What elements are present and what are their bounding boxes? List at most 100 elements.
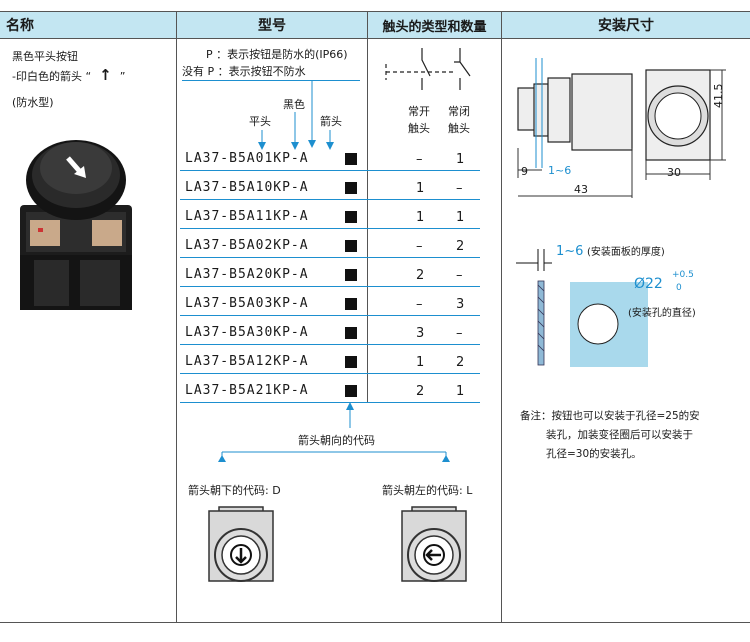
- header-name: 名称: [0, 12, 176, 38]
- nc-count: –: [456, 181, 463, 196]
- product-desc: -印白色的箭头 “↑”: [12, 66, 126, 84]
- model-code: LA37-B5A12KP-A: [185, 354, 309, 369]
- no-count: 2: [416, 384, 425, 399]
- model-square: [345, 385, 357, 397]
- legend-p: P ：表示按钮是防水的(IP66): [206, 48, 348, 61]
- arrow-code-title: 箭头朝向的代码: [298, 434, 375, 447]
- model-code: LA37-B5A20KP-A: [185, 267, 309, 282]
- contact-symbol: [385, 48, 471, 90]
- row-underline: [180, 344, 480, 345]
- header-border: [0, 38, 750, 39]
- top-border: [0, 11, 750, 12]
- model-code: LA37-B5A03KP-A: [185, 296, 309, 311]
- arrow-left-caption: 箭头朝左的代码: L: [382, 484, 473, 497]
- arrow-code-pointers: [218, 402, 450, 462]
- no-count: 2: [416, 268, 425, 283]
- nc-head-2: 触头: [448, 122, 470, 135]
- no-head-2: 触头: [408, 122, 430, 135]
- nc-count: 2: [456, 239, 465, 254]
- col-sep-1: [176, 11, 177, 623]
- label-flat: 平头: [249, 115, 271, 128]
- dim-43: 43: [574, 183, 588, 196]
- nc-count: 2: [456, 355, 465, 370]
- nc-count: 1: [456, 152, 465, 167]
- button-left-drawing: [401, 506, 467, 582]
- dim-30: 30: [667, 166, 681, 179]
- label-black: 黑色: [283, 98, 305, 111]
- thickness-value: 1~6 (安装面板的厚度): [556, 244, 665, 259]
- row-underline: [180, 286, 480, 287]
- model-square: [345, 211, 357, 223]
- button-down-drawing: [208, 506, 274, 582]
- hole-tol-top: +0.5: [672, 270, 694, 280]
- bottom-border: [0, 622, 750, 623]
- model-code: LA37-B5A11KP-A: [185, 209, 309, 224]
- legend-underline: [182, 80, 360, 81]
- row-underline: [180, 402, 480, 403]
- legend-no-p: 没有 P ：表示按钮不防水: [182, 65, 306, 78]
- table-row: LA37-B5A11KP-A 1 1: [180, 208, 480, 230]
- dim-41-5: 41.5: [712, 83, 725, 109]
- product-name: 黑色平头按钮: [12, 50, 78, 63]
- row-underline: [180, 257, 480, 258]
- nc-head-1: 常闭: [448, 105, 470, 118]
- model-code: LA37-B5A10KP-A: [185, 180, 309, 195]
- model-code: LA37-B5A30KP-A: [185, 325, 309, 340]
- product-type: (防水型): [12, 96, 54, 109]
- model-square: [345, 182, 357, 194]
- no-count: 1: [416, 210, 425, 225]
- dim-1-6: 1~6: [548, 164, 572, 177]
- model-code: LA37-B5A02KP-A: [185, 238, 309, 253]
- arrow-down-caption: 箭头朝下的代码: D: [188, 484, 281, 497]
- model-square: [345, 240, 357, 252]
- model-square: [345, 327, 357, 339]
- nc-count: 1: [456, 384, 465, 399]
- row-underline: [180, 199, 480, 200]
- nc-count: –: [456, 268, 463, 283]
- table-row: LA37-B5A30KP-A 3 –: [180, 324, 480, 346]
- side-view-drawing: [517, 58, 633, 198]
- nc-count: 1: [456, 210, 465, 225]
- hole-note: (安装孔的直径): [628, 308, 696, 319]
- model-square: [345, 269, 357, 281]
- no-count: –: [416, 239, 423, 254]
- row-underline: [180, 315, 480, 316]
- row-underline: [180, 170, 480, 171]
- front-view-drawing: [645, 69, 726, 180]
- model-code: LA37-B5A01KP-A: [185, 151, 309, 166]
- note-line-3: 孔径=30的安装孔。: [546, 448, 642, 460]
- nc-count: 3: [456, 297, 465, 312]
- table-row: LA37-B5A02KP-A – 2: [180, 237, 480, 259]
- hole-diameter: Ø22: [634, 276, 663, 292]
- col-sep-3: [501, 11, 502, 623]
- note-line-2: 装孔，加装变径圈后可以安装于: [546, 429, 693, 441]
- no-count: 3: [416, 326, 425, 341]
- hole-tol-bot: 0: [676, 283, 682, 293]
- header-model: 型号: [177, 12, 367, 38]
- label-arrow: 箭头: [320, 115, 342, 128]
- row-underline: [180, 228, 480, 229]
- header-contacts: 触头的类型和数量: [368, 12, 501, 38]
- note-line-1: 备注：按钮也可以安装于孔径=25的安: [520, 410, 700, 422]
- nc-count: –: [456, 326, 463, 341]
- table-row: LA37-B5A10KP-A 1 –: [180, 179, 480, 201]
- col-sep-2: [367, 11, 368, 403]
- no-count: –: [416, 297, 423, 312]
- no-count: 1: [416, 181, 425, 196]
- table-row: LA37-B5A01KP-A – 1: [180, 150, 480, 172]
- mounting-hole: [577, 303, 619, 345]
- table-row: LA37-B5A20KP-A 2 –: [180, 266, 480, 288]
- panel-thickness-drawing: [516, 249, 552, 366]
- row-underline: [180, 373, 480, 374]
- table-row: LA37-B5A03KP-A – 3: [180, 295, 480, 317]
- table-row: LA37-B5A21KP-A 2 1: [180, 382, 480, 404]
- model-square: [345, 298, 357, 310]
- model-pointers: [258, 80, 334, 150]
- no-head-1: 常开: [408, 105, 430, 118]
- no-count: –: [416, 152, 423, 167]
- product-photo: [20, 140, 132, 310]
- model-code: LA37-B5A21KP-A: [185, 383, 309, 398]
- model-square: [345, 153, 357, 165]
- header-dims: 安装尺寸: [502, 12, 750, 38]
